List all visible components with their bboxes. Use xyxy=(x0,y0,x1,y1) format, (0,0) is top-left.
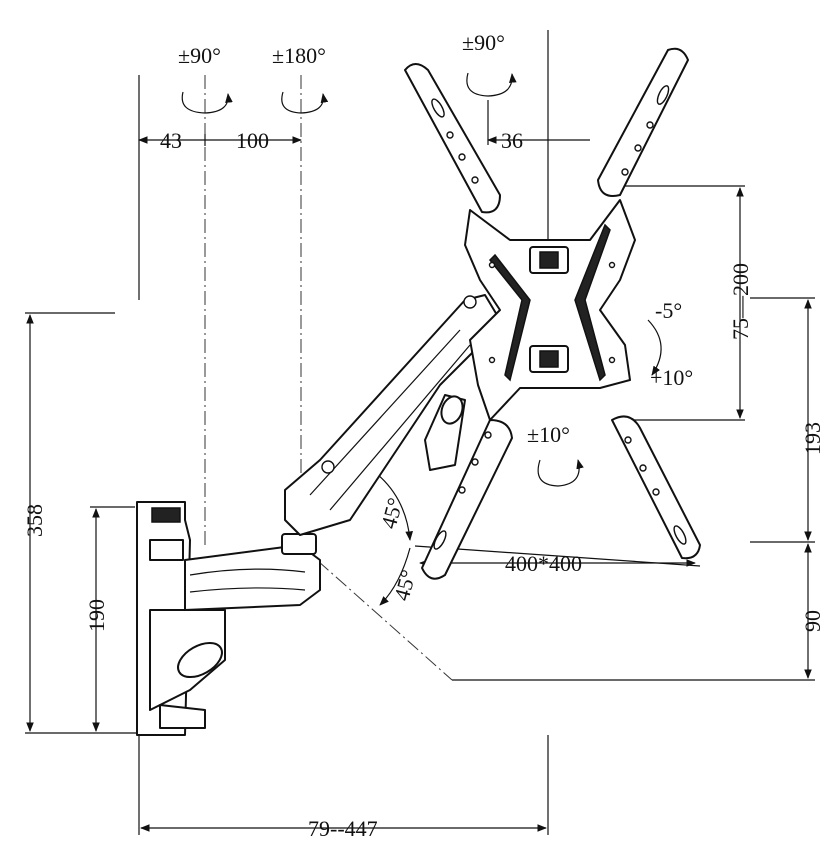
extension-lines xyxy=(25,30,815,835)
label-rot-pivot2: ±180° xyxy=(272,43,326,68)
label-tilt-down: +10° xyxy=(650,365,693,390)
label-angle-down: 45° xyxy=(389,567,421,603)
label-angle-up: 45° xyxy=(376,495,408,531)
label-height-193: 193 xyxy=(800,422,825,455)
label-tilt-up: -5° xyxy=(655,298,682,323)
upper-arm xyxy=(284,294,501,536)
dimension-lines xyxy=(26,134,812,832)
lower-arm xyxy=(184,533,321,611)
label-extension: 79--447 xyxy=(308,816,378,841)
vesa-bracket xyxy=(404,47,701,580)
label-offset-43: 43 xyxy=(160,128,182,153)
label-rot-pivot1: ±90° xyxy=(178,43,221,68)
label-vesa-vertical: 75—200 xyxy=(728,263,753,340)
label-vesa-max: 400*400 xyxy=(505,551,582,576)
label-height-358: 358 xyxy=(22,504,47,537)
label-rot-head: ±90° xyxy=(462,30,505,55)
label-height-90: 90 xyxy=(800,610,825,632)
dimension-labels: ±90° ±180° ±90° 43 100 36 75—200 -5° +10… xyxy=(22,30,825,841)
label-swivel-bottom: ±10° xyxy=(527,422,570,447)
label-offset-36: 36 xyxy=(501,128,523,153)
wall-plate xyxy=(136,501,226,736)
label-height-190: 190 xyxy=(84,599,109,632)
label-offset-100: 100 xyxy=(236,128,269,153)
